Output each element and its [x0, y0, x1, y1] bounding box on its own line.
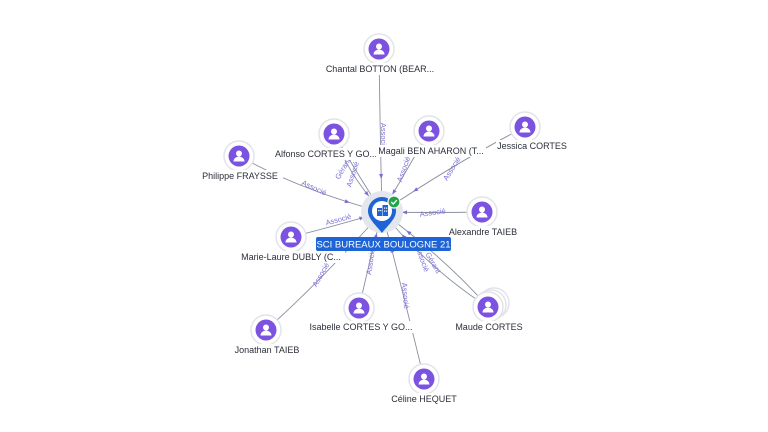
- node-alfonso-cortes[interactable]: Alfonso CORTES Y GO...: [275, 118, 377, 160]
- node-label: Céline HEQUET: [391, 394, 457, 404]
- person-icon: [260, 324, 272, 336]
- person-icon: [373, 43, 385, 55]
- node-isabelle-cortes[interactable]: Isabelle CORTES Y GO...: [307, 292, 415, 333]
- edge-label: Associé: [395, 155, 412, 183]
- node-label-bg: [237, 251, 345, 263]
- node-label: Maude CORTES: [455, 322, 522, 332]
- node-label: Isabelle CORTES Y GO...: [309, 322, 412, 332]
- edge-arrow: [392, 189, 397, 195]
- node-label-bg: [443, 226, 523, 238]
- node-label-bg: [228, 344, 306, 356]
- node-label-bg: [376, 145, 486, 157]
- node-label: Magali BEN AHARON (T...: [378, 146, 484, 156]
- person-icon: [482, 301, 494, 313]
- center-label: SCI BUREAUX BOULOGNE 21: [316, 240, 450, 251]
- edge-label: Associé: [379, 123, 388, 149]
- edge-label: Associé: [441, 155, 463, 182]
- node-label-bg: [496, 140, 568, 152]
- node-label-bg: [388, 393, 460, 405]
- node-jonathan-taieb[interactable]: Jonathan TAIEB: [228, 314, 306, 356]
- node-marie-laure-dubly[interactable]: Marie-Laure DUBLY (C...: [237, 221, 345, 263]
- edge-arrow: [373, 232, 378, 239]
- edge-arrow: [344, 199, 350, 204]
- node-label: Alfonso CORTES Y GO...: [275, 149, 377, 159]
- edge-arrow: [401, 234, 407, 240]
- node-chantal-botton[interactable]: Chantal BOTTON (BEAR...: [321, 33, 439, 75]
- node-maude-cortes[interactable]: Maude CORTES: [451, 287, 527, 333]
- edge-label: Associé: [300, 178, 328, 197]
- node-magali-ben-aharon[interactable]: Magali BEN AHARON (T...: [376, 115, 486, 157]
- edge-label: Associé: [325, 212, 353, 227]
- nodes-layer: Chantal BOTTON (BEAR... Alfonso CORTES Y …: [197, 33, 568, 405]
- node-alexandre-taieb[interactable]: Alexandre TAIEB: [443, 196, 523, 238]
- person-icon: [418, 373, 430, 385]
- edge-label: Associé: [400, 282, 411, 309]
- edge-label: Associé: [364, 248, 377, 275]
- person-icon: [233, 150, 245, 162]
- node-jessica-cortes[interactable]: Jessica CORTES: [496, 111, 568, 152]
- edge-celine-hequet: [381, 211, 425, 380]
- node-label-bg: [197, 170, 283, 182]
- node-celine-hequet[interactable]: Céline HEQUET: [388, 363, 460, 405]
- edge-jonathan-taieb: [265, 211, 383, 331]
- center-node[interactable]: SCI BUREAUX BOULOGNE 21: [316, 191, 451, 251]
- edge-arrow: [379, 173, 384, 179]
- check-badge-icon: [387, 195, 401, 209]
- edge-label: Associé: [419, 206, 446, 219]
- person-icon: [423, 125, 435, 137]
- node-label: Marie-Laure DUBLY (C...: [241, 252, 341, 262]
- edge-arrow: [413, 187, 419, 192]
- node-label-bg: [321, 63, 439, 75]
- center-label-bg: [316, 237, 451, 251]
- node-label: Jonathan TAIEB: [235, 345, 300, 355]
- node-philippe-fraysse[interactable]: Philippe FRAYSSE: [197, 140, 283, 182]
- edge-arrow: [406, 230, 412, 236]
- person-icon: [519, 121, 531, 133]
- node-label: Chantal BOTTON (BEAR...: [326, 64, 434, 74]
- node-label-bg: [307, 321, 415, 333]
- person-icon: [285, 231, 297, 243]
- person-icon: [328, 128, 340, 140]
- node-label-bg: [451, 321, 527, 333]
- edge-arrow: [402, 210, 408, 215]
- node-label: Alexandre TAIEB: [449, 227, 517, 237]
- person-icon: [476, 206, 488, 218]
- node-label: Jessica CORTES: [497, 141, 567, 151]
- node-label: Philippe FRAYSSE: [202, 171, 278, 181]
- building-icon: [377, 205, 388, 216]
- edge-label: Associé: [310, 261, 331, 288]
- person-icon: [353, 302, 365, 314]
- node-label-bg: [276, 148, 376, 160]
- edge-arrow: [364, 190, 369, 197]
